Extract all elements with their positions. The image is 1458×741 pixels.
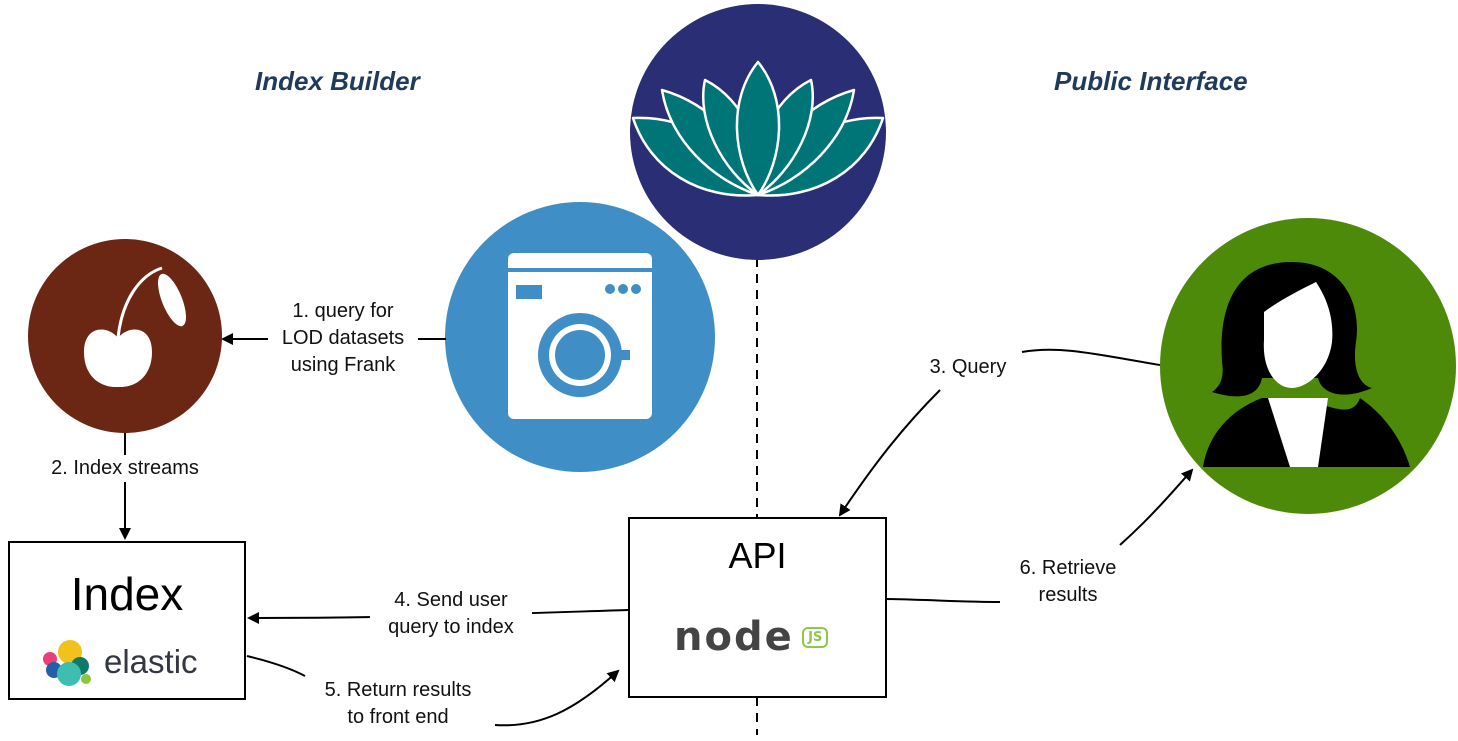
- label-step4-line1: 4. Send user: [394, 589, 508, 611]
- label-step4-line2: query to index: [388, 616, 514, 638]
- label-step5-line1: 5. Return results: [324, 679, 472, 701]
- label-step2: 2. Index streams: [35, 455, 215, 482]
- arrow-step6: [1119, 468, 1194, 546]
- lotus-icon: [630, 4, 886, 260]
- label-step1-line1: 1. query for: [292, 300, 394, 322]
- elastic-logo-icon: [43, 640, 91, 686]
- label-step1-line3: using Frank: [290, 354, 396, 376]
- cherry-icon: [28, 239, 222, 433]
- arrow-step3: [838, 389, 941, 517]
- label-step1-line2: LOD datasets: [281, 327, 405, 349]
- arrow-step5: [494, 669, 620, 727]
- arrow-step3-line: [1021, 348, 1161, 366]
- label-step5: 5. Return results to front end: [305, 677, 491, 731]
- label-step3: 3. Query: [920, 354, 1016, 381]
- api-box-title: API: [728, 535, 787, 576]
- label-step6-line1: 6. Retrieve: [1019, 557, 1117, 579]
- label-step6-line2: results: [1038, 584, 1098, 606]
- nodejs-wordmark: node: [674, 614, 794, 660]
- arrow-step6-line: [886, 598, 1001, 603]
- user-silhouette-icon: [1160, 218, 1456, 514]
- washing-machine-icon: [445, 202, 715, 472]
- arrow-step5-line: [246, 655, 306, 677]
- index-box: Index elastic: [8, 541, 246, 700]
- elastic-wordmark: elastic: [104, 643, 198, 680]
- nodejs-js-badge: JS: [802, 626, 829, 648]
- index-box-title: Index: [70, 568, 184, 620]
- heading-index-builder: Index Builder: [255, 66, 420, 96]
- label-step6: 6. Retrieve results: [1000, 555, 1136, 609]
- label-step1: 1. query for LOD datasets using Frank: [268, 298, 418, 379]
- nodejs-logo-icon: node JS: [674, 614, 829, 664]
- label-step5-line2: to front end: [347, 706, 449, 728]
- api-box: API node JS: [628, 517, 887, 698]
- label-step4: 4. Send user query to index: [370, 587, 532, 641]
- heading-public-interface: Public Interface: [1054, 66, 1248, 96]
